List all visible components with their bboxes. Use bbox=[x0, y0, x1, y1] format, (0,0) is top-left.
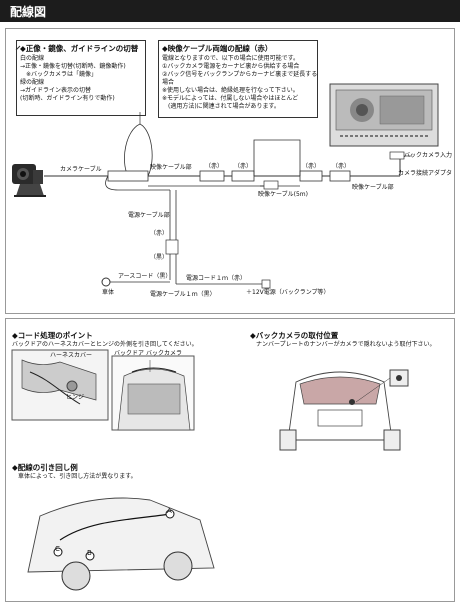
switch-info-line: 白の配線 bbox=[20, 55, 45, 62]
power-cord-label: 電源コード１ｍ（赤） bbox=[186, 275, 247, 282]
video-info-line: ※モデルによっては、付属しない場合やはほとんど bbox=[162, 95, 299, 102]
car-body-label: 車体 bbox=[102, 289, 115, 296]
plus12v-label: ＋12V電源（バックランプ等） bbox=[246, 289, 330, 296]
back-camera-input-label: バックカメラ入力 bbox=[404, 152, 453, 159]
mount-section-desc: ナンバープレートのナンバーがカメラで隠れないよう取付下さい。 bbox=[256, 341, 436, 348]
switch-info-line: →正像・鏡像を切替(切断時、鏡像動作) bbox=[20, 63, 126, 70]
video-info-line: 電線となりますので、以下の場合に使用可能です。 bbox=[162, 55, 299, 62]
page-title: 配線図 bbox=[10, 5, 47, 19]
switch-info-box: ◆正像・鏡像、ガイドラインの切替 白の配線 →正像・鏡像を切替(切断時、鏡像動作… bbox=[16, 40, 146, 116]
hinge-label: ヒンジ bbox=[66, 394, 85, 401]
video-info-title: ◆映像ケーブル両端の配線（赤） bbox=[162, 44, 273, 53]
camera-cable-label: カメラケーブル bbox=[60, 166, 102, 173]
video-info-line: ※使用しない場合は、絶縁処理を行なって下さい。 bbox=[162, 87, 299, 94]
earth-cord-label: アースコード（黒） bbox=[118, 273, 172, 280]
black-wire-label: （黒） bbox=[150, 254, 169, 261]
route-mark-b: B bbox=[87, 549, 92, 557]
header-bar: 配線図 bbox=[0, 0, 460, 22]
video-cable-part-right-label: 映像ケーブル部 bbox=[352, 184, 394, 191]
video-info-line: (適用方法)に関連されて場合があります。 bbox=[162, 103, 280, 110]
red-wire-label: （赤） bbox=[302, 163, 321, 170]
navigation-unit-icon bbox=[329, 83, 439, 147]
video-cable-part-label: 映像ケーブル部 bbox=[150, 164, 192, 171]
red-wire-label: （赤） bbox=[205, 163, 224, 170]
backdoor-label: バックドア bbox=[114, 350, 145, 357]
route-mark-c: C bbox=[55, 545, 60, 553]
video-cable-info-box: ◆映像ケーブル両端の配線（赤） 電線となりますので、以下の場合に使用可能です。 … bbox=[158, 40, 318, 118]
video-info-line: ①バックカメラ電源をカーナビ裏から供給する場合 bbox=[162, 63, 300, 70]
red-wire-label: （赤） bbox=[150, 230, 169, 237]
camera-icon bbox=[12, 164, 46, 197]
video-info-line: 場合 bbox=[162, 79, 175, 86]
adapter-label: カメラ接続アダプタ bbox=[398, 170, 453, 177]
video-cable-5m-label: 映像ケーブル(5m) bbox=[258, 191, 308, 198]
backcamera-label: バックカメラ bbox=[146, 350, 183, 357]
red-wire-label: （赤） bbox=[332, 163, 351, 170]
switch-info-line: (切断時、ガイドライン有りで動作) bbox=[20, 95, 115, 102]
power-cable-part-label: 電源ケーブル部 bbox=[128, 212, 170, 219]
switch-info-line: 緑の配線 bbox=[20, 79, 45, 86]
switch-info-title: ◆正像・鏡像、ガイドラインの切替 bbox=[20, 44, 139, 53]
switch-info-line: ※バックカメラは「鏡像」 bbox=[20, 71, 98, 78]
cord-section-title: ◆コード処理のポイント bbox=[12, 331, 93, 340]
switch-info-line: →ガイドライン表示の切替 bbox=[20, 87, 92, 94]
harness-cover-label: ハーネスカバー bbox=[50, 352, 93, 359]
video-info-line: ②バック信号をバックランプからカーナビ裏まで延長する bbox=[162, 71, 318, 78]
power-cable-label: 電源ケーブル１ｍ（黒） bbox=[150, 291, 216, 298]
cord-section-desc: バックドアのハーネスカバーとヒンジの外側を引き回してください。 bbox=[12, 341, 198, 348]
route-mark-a: A bbox=[167, 507, 172, 515]
routing-section-title: ◆配線の引き回し例 bbox=[12, 463, 78, 472]
routing-section-desc: 車体によって、引き回し方法が異なります。 bbox=[18, 473, 137, 480]
mount-section-title: ◆バックカメラの取付位置 bbox=[250, 331, 339, 340]
red-wire-label: （赤） bbox=[234, 163, 253, 170]
